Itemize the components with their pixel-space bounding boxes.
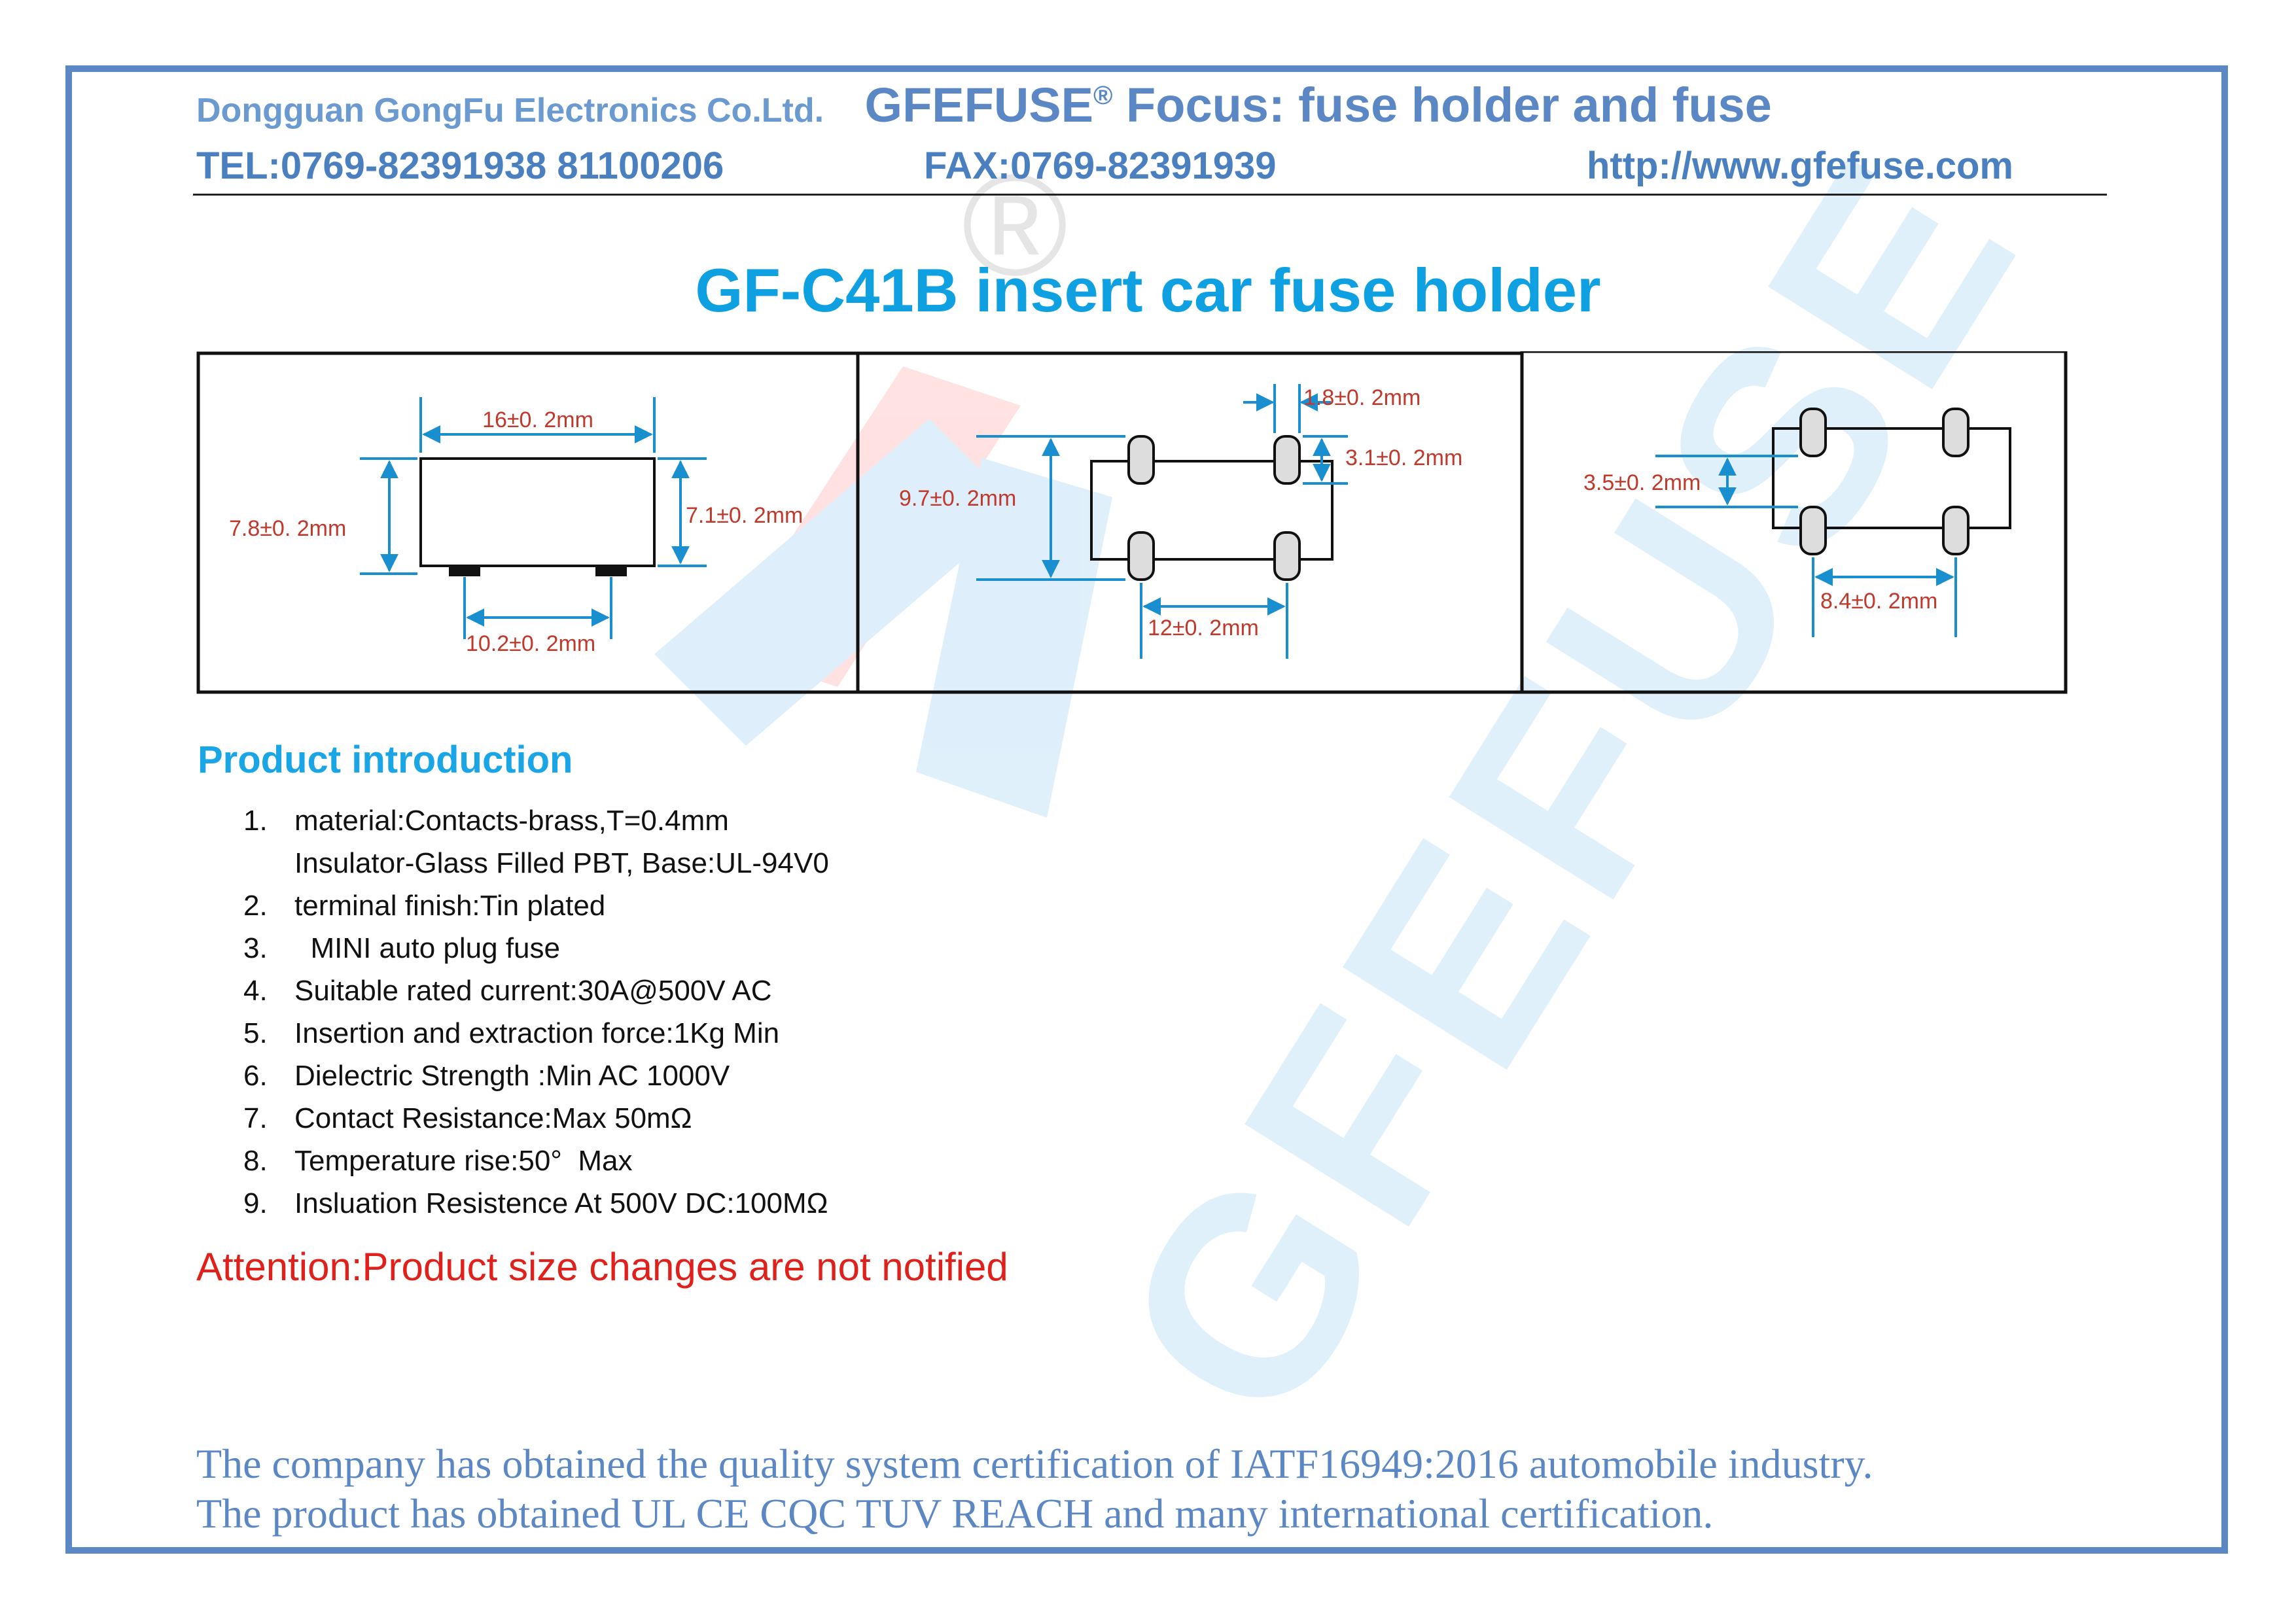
page-border (65, 65, 2228, 1554)
dim-bottom-pin-offset: 3.5±0. 2mm (1583, 470, 1701, 495)
footer: The company has obtained the quality sys… (196, 1439, 1873, 1539)
list-item: 9.Insluation Resistence At 500V DC:100MΩ (243, 1187, 828, 1219)
list-item: 1.material:Contacts-brass,T=0.4mm (243, 805, 729, 837)
list-item: 5.Insertion and extraction force:1Kg Min (243, 1017, 780, 1049)
website-link[interactable]: http://www.gfefuse.com (1587, 145, 2013, 187)
list-item: 6.Dielectric Strength :Min AC 1000V (243, 1060, 730, 1092)
drawing-panel-top (856, 351, 1524, 694)
tel: TEL:0769-82391938 81100206 (196, 145, 724, 187)
list-item: 7.Contact Resistance:Max 50mΩ (243, 1102, 692, 1134)
top-view (976, 384, 1348, 659)
brand-name: GFEFUSE (864, 78, 1093, 132)
dim-top-pin-width: 1.8±0. 2mm (1303, 385, 1421, 410)
list-item: 8.Temperature rise:50° Max (243, 1145, 633, 1177)
list-item: 4.Suitable rated current:30A@500V AC (243, 975, 772, 1007)
dim-side-height-left: 7.8±0. 2mm (229, 516, 346, 541)
dim-top-row-span: 9.7±0. 2mm (899, 486, 1016, 511)
footer-line-1: The company has obtained the quality sys… (196, 1440, 1873, 1487)
dim-top-pin-length: 3.1±0. 2mm (1345, 445, 1462, 470)
list-item: 2.terminal finish:Tin plated (243, 890, 606, 922)
dim-bottom-pin-spacing: 8.4±0. 2mm (1820, 589, 1937, 614)
list-item: 3. MINI auto plug fuse (243, 932, 560, 964)
dimension-drawings: 16±0. 2mm 7.8±0. 2mm 7.1±0. 2mm 10.2±0. … (196, 351, 2068, 694)
bottom-view (1655, 408, 2011, 637)
footer-line-2: The product has obtained UL CE CQC TUV R… (196, 1490, 1714, 1537)
side-view (360, 397, 707, 639)
header-divider (193, 194, 2107, 196)
product-spec-list: 1.material:Contacts-brass,T=0.4mm Insula… (243, 799, 829, 1225)
brand-focus: Focus: fuse holder and fuse (1126, 78, 1772, 132)
list-item: Insulator-Glass Filled PBT, Base:UL-94V0 (294, 847, 829, 879)
header-line-1: Dongguan GongFu Electronics Co.Ltd. GFEF… (196, 77, 1772, 133)
brand: GFEFUSE® Focus: fuse holder and fuse (865, 78, 1772, 132)
fax: FAX:0769-82391939 (924, 145, 1277, 187)
drawing-panel-bottom (1520, 351, 2068, 694)
dim-top-col-span: 12±0. 2mm (1148, 616, 1259, 640)
dim-side-height-right: 7.1±0. 2mm (686, 503, 803, 528)
attention-note: Attention:Product size changes are not n… (196, 1245, 1008, 1289)
registered-mark: ® (1093, 81, 1113, 110)
page-title: GF-C41B insert car fuse holder (695, 256, 1601, 324)
company-name: Dongguan GongFu Electronics Co.Ltd. (196, 92, 824, 130)
dim-side-pin-spacing: 10.2±0. 2mm (466, 631, 595, 656)
dim-side-width: 16±0. 2mm (482, 408, 593, 432)
section-title: Product introduction (198, 739, 573, 781)
